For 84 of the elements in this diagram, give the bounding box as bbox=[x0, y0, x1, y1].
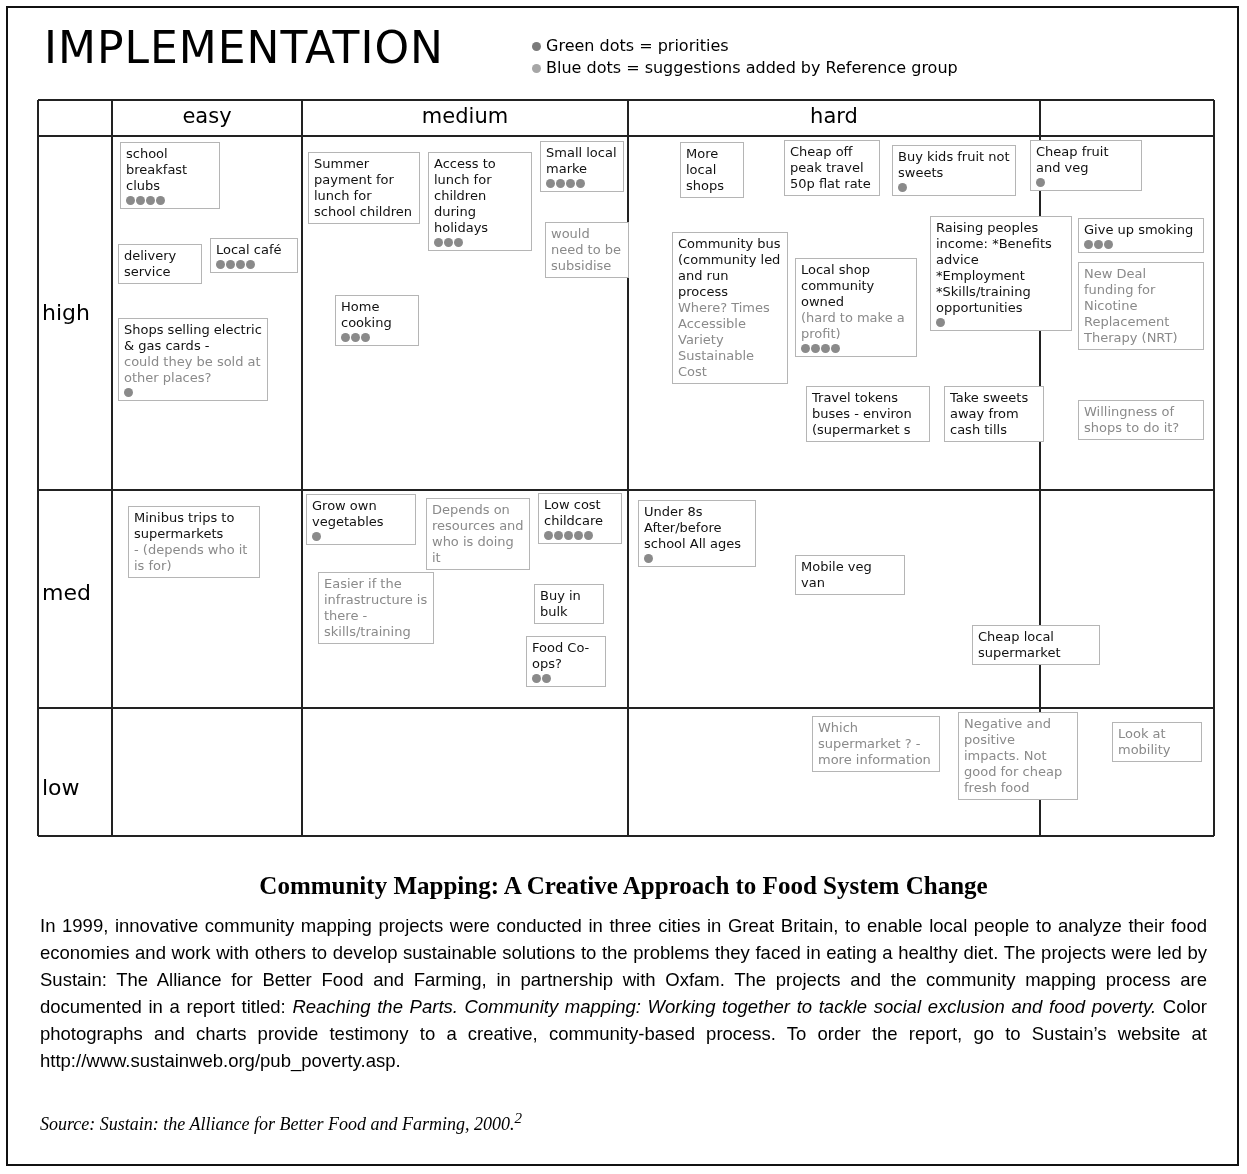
sticky-note bbox=[128, 506, 260, 578]
note-comment: Which supermarket ? - more information bbox=[818, 720, 932, 768]
sticky-note bbox=[806, 386, 930, 442]
note-text: Small local marke bbox=[546, 145, 618, 177]
sticky-note bbox=[795, 258, 917, 357]
note-text: Summer payment for lunch for school children bbox=[314, 156, 413, 220]
sticky-note bbox=[1030, 140, 1142, 191]
note-text: Community bus (community led and run process bbox=[678, 236, 782, 300]
sticky-note bbox=[680, 142, 744, 198]
note-text: Give up smoking bbox=[1084, 222, 1195, 238]
sticky-note bbox=[118, 318, 268, 401]
note-text: Buy kids fruit not sweets bbox=[898, 149, 1010, 181]
note-comment: would need to be subsidise bbox=[551, 226, 623, 274]
note-comment: New Deal funding for Nicotine Replacement Therapy (NRT) bbox=[1084, 266, 1179, 346]
note-text: Cheap off peak travel 50p flat rate bbox=[790, 144, 872, 192]
note-text: delivery service bbox=[124, 248, 178, 280]
note-text: Shops selling electric & gas cards - bbox=[124, 322, 262, 354]
sticky-note bbox=[210, 238, 298, 273]
note-comment: (hard to make a profit) bbox=[801, 310, 906, 342]
note-text: Mobile veg van bbox=[801, 559, 873, 591]
note-comment: Where? Times Accessible Variety Sustainable Cost bbox=[678, 300, 771, 380]
sticky-note bbox=[1078, 218, 1204, 253]
sticky-note bbox=[1078, 262, 1204, 350]
sticky-note bbox=[1078, 400, 1204, 440]
sticky-note bbox=[540, 141, 624, 192]
sticky-note bbox=[428, 152, 532, 251]
note-comment: Look at mobility bbox=[1118, 726, 1172, 758]
note-text: Travel tokens buses - environ (supermarket s bbox=[812, 390, 913, 438]
note-text: More local shops bbox=[686, 146, 725, 194]
note-text: Minibus trips to supermarkets bbox=[134, 510, 236, 542]
sticky-note bbox=[426, 498, 530, 570]
note-comment: Easier if the infrastructure is there - skills/training bbox=[324, 576, 428, 640]
row-header: med bbox=[42, 580, 91, 605]
description-paragraph: In 1999, innovative community mapping projects were conducted in three cities in Great Britain, to enable local people to analyze their food economies and work with others to develop sustainable solutions to the problems they faced in eating a healthy diet. The projects were led by Sustain: The Alliance for Better Food and Farming, in partnership with Oxfam. The projects and the community mapping process are documented in a report titled: Reaching the Parts. Community mapping: Working together to tackle social exclusion and food poverty. Color photographs and charts provide testimony to a creative, community-based process. To order the report, go to Sustain’s website at http://www.sustainweb.org/pub_poverty.asp. bbox=[40, 914, 1207, 1074]
sticky-note bbox=[318, 572, 434, 644]
note-text: Grow own vegetables bbox=[312, 498, 385, 530]
sticky-note bbox=[306, 494, 416, 545]
sticky-note bbox=[944, 386, 1044, 442]
diagram-title: IMPLEMENTATION bbox=[44, 22, 444, 73]
note-comment: Willingness of shops to do it? bbox=[1084, 404, 1181, 436]
note-comment: could they be sold at other places? bbox=[124, 354, 262, 386]
box-heading: Community Mapping: A Creative Approach to Food System Change bbox=[258, 872, 989, 900]
note-text: Low cost childcare bbox=[544, 497, 605, 529]
legend-text: Blue dots = suggestions added by Reference group bbox=[546, 58, 958, 77]
sticky-note bbox=[795, 555, 905, 595]
sticky-note bbox=[538, 493, 622, 544]
sticky-note bbox=[972, 625, 1100, 665]
sticky-note bbox=[784, 140, 880, 196]
sticky-note bbox=[118, 244, 202, 284]
sticky-note bbox=[892, 145, 1016, 196]
sticky-note bbox=[308, 152, 420, 224]
sticky-note bbox=[335, 295, 419, 346]
note-text: Under 8s After/before school All ages bbox=[644, 504, 743, 552]
sticky-note bbox=[534, 584, 604, 624]
note-comment: Negative and positive impacts. Not good for cheap fresh food bbox=[964, 716, 1064, 796]
sticky-note bbox=[638, 500, 756, 567]
sticky-note bbox=[526, 636, 606, 687]
note-text: Cheap local supermarket bbox=[978, 629, 1062, 661]
column-header: easy bbox=[182, 104, 232, 128]
note-text: Local café bbox=[216, 242, 283, 258]
column-header: medium bbox=[421, 104, 509, 128]
sticky-note bbox=[1112, 722, 1202, 762]
note-text: Local shop community owned bbox=[801, 262, 876, 310]
sticky-note bbox=[930, 216, 1072, 331]
source-note: Source: Sustain: the Alliance for Better Food and Farming, 2000.$^{2}$ bbox=[40, 1110, 522, 1135]
note-text: Raising peoples income: *Benefits advice *Employment *Skills/training opportunities bbox=[936, 220, 1053, 316]
column-header: hard bbox=[810, 104, 858, 128]
note-comment: - (depends who it is for) bbox=[134, 542, 249, 574]
sticky-note bbox=[672, 232, 788, 384]
sticky-note bbox=[120, 142, 220, 209]
note-text: school breakfast clubs bbox=[126, 146, 189, 194]
legend-text: Green dots = priorities bbox=[546, 36, 729, 55]
sticky-note bbox=[545, 222, 629, 278]
sticky-note bbox=[958, 712, 1078, 800]
note-text: Take sweets away from cash tills bbox=[950, 390, 1030, 438]
note-text: Cheap fruit and veg bbox=[1036, 144, 1110, 176]
row-header: low bbox=[42, 775, 80, 800]
sticky-note bbox=[812, 716, 940, 772]
note-comment: Depends on resources and who is doing it bbox=[432, 502, 524, 566]
row-header: high bbox=[42, 300, 90, 325]
note-text: Food Co-ops? bbox=[532, 640, 591, 672]
note-text: Buy in bulk bbox=[540, 588, 582, 620]
note-text: Home cooking bbox=[341, 299, 393, 331]
note-text: Access to lunch for children during holidays bbox=[434, 156, 497, 236]
